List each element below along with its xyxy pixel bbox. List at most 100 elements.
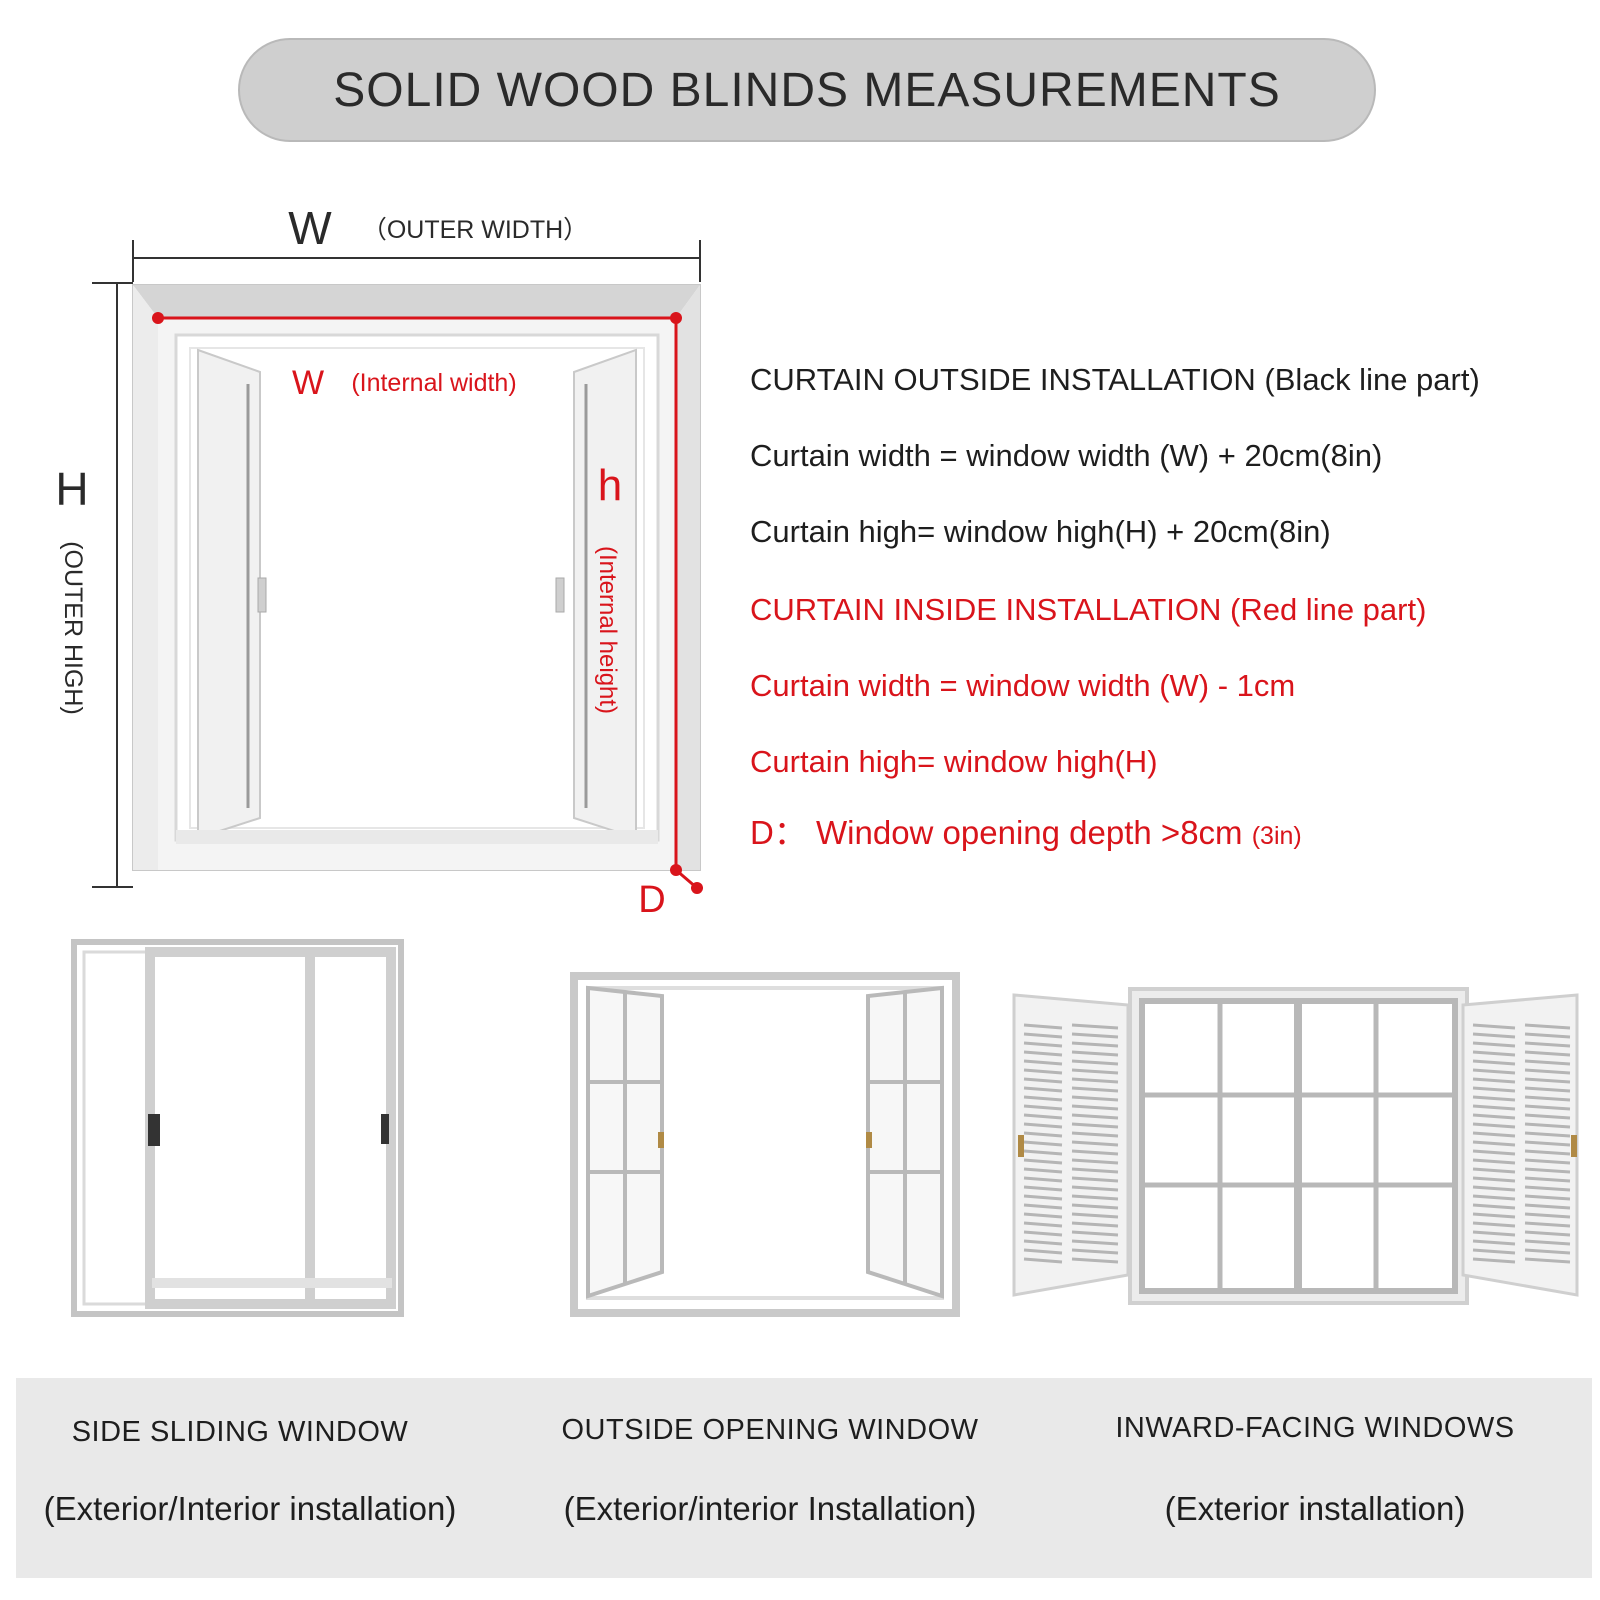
louver-slat: [1071, 1086, 1119, 1093]
louver-slat: [1472, 1194, 1516, 1201]
louver-slat: [1071, 1032, 1119, 1039]
louver-slat: [1023, 1032, 1063, 1039]
louver-slat: [1071, 1167, 1119, 1174]
inside-installation-heading: CURTAIN INSIDE INSTALLATION (Red line pa…: [750, 592, 1427, 627]
louver-slat: [1472, 1212, 1516, 1219]
louver-slat: [1071, 1212, 1119, 1219]
louver-slat: [1472, 1257, 1516, 1264]
sliding-window-illustration: [71, 939, 404, 1317]
outside-opening-window-illustration: [570, 972, 960, 1317]
outside-width-formula: Curtain width = window width (W) + 20cm(…: [750, 438, 1383, 473]
louver-slat: [1524, 1239, 1571, 1246]
louver-slat: [1524, 1122, 1571, 1129]
louver-slat: [1472, 1050, 1516, 1057]
louver-slat: [1472, 1158, 1516, 1165]
louver-slat: [1023, 1248, 1063, 1255]
louver-slat: [1071, 1050, 1119, 1057]
louver-slat: [1472, 1239, 1516, 1246]
louver-slat: [1071, 1104, 1119, 1111]
louver-slat: [1071, 1059, 1119, 1066]
louver-slat: [1023, 1140, 1063, 1147]
louver-slat: [1524, 1248, 1571, 1255]
louver-slat: [1472, 1167, 1516, 1174]
louver-slat: [1472, 1059, 1516, 1066]
depth-letter: D: [638, 879, 665, 920]
louver-slat: [1524, 1176, 1571, 1183]
louver-slat: [1071, 1203, 1119, 1210]
louver-slat: [1023, 1203, 1063, 1210]
louver-slat: [1071, 1257, 1119, 1264]
page-title: SOLID WOOD BLINDS MEASUREMENTS: [333, 63, 1281, 117]
louver-slat: [1071, 1131, 1119, 1138]
louver-slat: [1472, 1248, 1516, 1255]
depth-text: Window opening depth >8cm: [816, 814, 1243, 851]
outer-width-letter: W: [288, 202, 332, 254]
outside-height-formula: Curtain high= window high(H) + 20cm(8in): [750, 514, 1331, 549]
louver-slat: [1023, 1239, 1063, 1246]
louver-slat: [1472, 1176, 1516, 1183]
louver-slat: [1023, 1131, 1063, 1138]
louver-slat: [1524, 1167, 1571, 1174]
louver-slat: [1023, 1068, 1063, 1075]
louver-slat: [1472, 1185, 1516, 1192]
louver-slat: [1023, 1176, 1063, 1183]
louver-slat: [1524, 1104, 1571, 1111]
window-measurement-diagram: W （OUTER WIDTH） H (OUTER HIGH): [55, 202, 703, 920]
louver-slat: [1472, 1068, 1516, 1075]
louver-slat: [1472, 1122, 1516, 1129]
louver-slat: [1524, 1140, 1571, 1147]
louver-slat: [1023, 1212, 1063, 1219]
louver-slat: [1023, 1221, 1063, 1228]
louver-slat: [1023, 1194, 1063, 1201]
window-types-caption-band: [16, 1378, 1592, 1578]
louver-slat: [1071, 1230, 1119, 1237]
louver-slat: [1071, 1095, 1119, 1102]
louver-slat: [1023, 1113, 1063, 1120]
louver-slat: [1472, 1023, 1516, 1030]
window-frame: [132, 284, 701, 871]
window-type-installation: (Exterior/interior Installation): [563, 1490, 977, 1527]
louver-slat: [1071, 1149, 1119, 1156]
louver-slat: [1071, 1194, 1119, 1201]
internal-measurement-lines: [152, 312, 703, 894]
louver-slat: [1524, 1257, 1571, 1264]
louver-slat: [1023, 1257, 1063, 1264]
louver-slat: [1023, 1050, 1063, 1057]
window-type-installation: (Exterior installation): [1164, 1490, 1466, 1527]
louver-slat: [1472, 1149, 1516, 1156]
louver-slat: [1524, 1221, 1571, 1228]
louver-slat: [1023, 1077, 1063, 1084]
depth-prefix: D：: [750, 814, 807, 851]
louver-slat: [1071, 1041, 1119, 1048]
louver-slat: [1524, 1095, 1571, 1102]
outer-height-label: (OUTER HIGH): [59, 541, 87, 715]
louver-slat: [1071, 1023, 1119, 1030]
louver-slat: [1023, 1230, 1063, 1237]
louver-slat: [1472, 1086, 1516, 1093]
louver-slat: [1023, 1122, 1063, 1129]
louver-slat: [1472, 1041, 1516, 1048]
louver-slat: [1524, 1212, 1571, 1219]
louver-slat: [1071, 1113, 1119, 1120]
louver-slat: [1071, 1176, 1119, 1183]
louver-slat: [1071, 1185, 1119, 1192]
louver-slat: [1023, 1185, 1063, 1192]
louver-slat: [1472, 1104, 1516, 1111]
louver-slat: [1472, 1077, 1516, 1084]
louver-slat: [1472, 1032, 1516, 1039]
louver-slat: [1023, 1023, 1063, 1030]
inside-height-formula: Curtain high= window high(H): [750, 744, 1158, 779]
louver-slat: [1524, 1077, 1571, 1084]
louver-slat: [1023, 1095, 1063, 1102]
louver-slat: [1524, 1086, 1571, 1093]
louver-slat: [1524, 1050, 1571, 1057]
window-type-name: INWARD-FACING WINDOWS: [1115, 1412, 1515, 1444]
internal-width-letter: W: [292, 364, 324, 402]
window-type-installation: (Exterior/Interior installation): [43, 1490, 457, 1527]
louver-slat: [1524, 1131, 1571, 1138]
louver-slat: [1524, 1113, 1571, 1120]
louver-slat: [1071, 1221, 1119, 1228]
shutter-louvers: [1023, 1023, 1571, 1264]
outside-installation-heading: CURTAIN OUTSIDE INSTALLATION (Black line…: [750, 362, 1480, 397]
louver-slat: [1472, 1131, 1516, 1138]
